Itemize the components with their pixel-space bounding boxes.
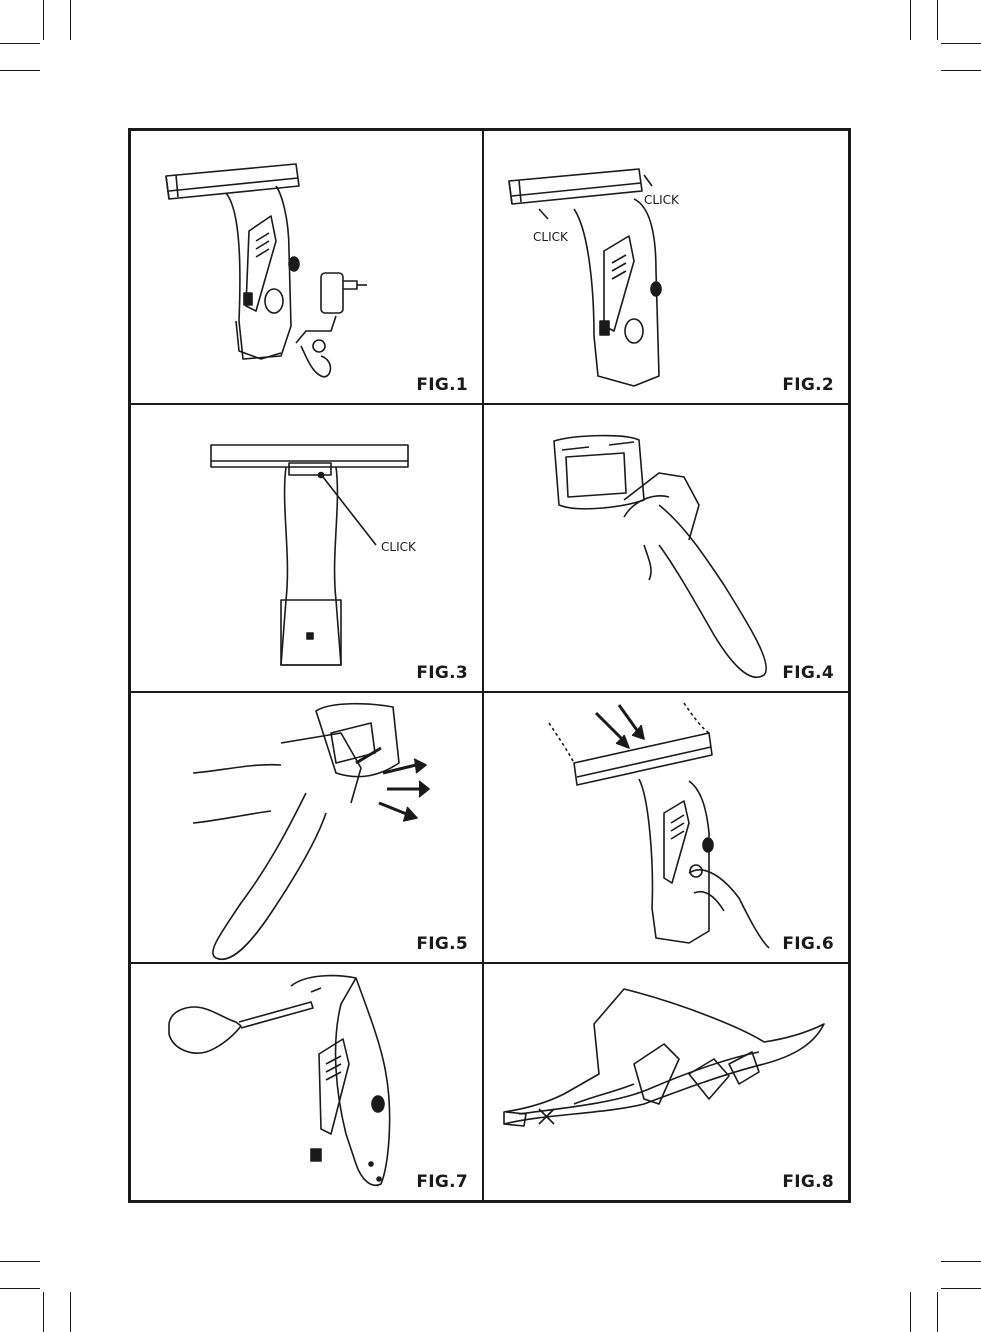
- crop-mark: [910, 0, 911, 40]
- inner-housing-illustration: [484, 964, 848, 1200]
- figure-label: FIG.3: [416, 663, 468, 683]
- figure-label: FIG.2: [782, 375, 834, 395]
- crop-mark: [43, 1292, 44, 1332]
- figure-panel-6: FIG.6: [484, 693, 848, 962]
- figure-grid: FIG.1 CLICK CLICK FIG.2: [128, 128, 851, 1203]
- figure-panel-4: FIG.4: [484, 405, 848, 691]
- figure-panel-2: CLICK CLICK FIG.2: [484, 131, 848, 403]
- attach-cloth-illustration: [484, 405, 848, 691]
- crop-mark: [0, 70, 40, 71]
- screwdriver-illustration: [131, 964, 482, 1200]
- figure-panel-1: FIG.1: [131, 131, 482, 403]
- figure-panel-7: FIG.7: [131, 964, 482, 1200]
- crop-mark: [910, 1292, 911, 1332]
- crop-mark: [941, 1261, 981, 1262]
- click-callout: CLICK: [381, 540, 417, 554]
- figure-label: FIG.1: [416, 375, 468, 395]
- crop-mark: [0, 1261, 40, 1262]
- figure-label: FIG.6: [782, 934, 834, 954]
- attach-blade-illustration: CLICK CLICK: [484, 131, 848, 403]
- spray-bottle-illustration: [131, 693, 482, 962]
- figure-label: FIG.5: [416, 934, 468, 954]
- click-callout-left: CLICK: [533, 230, 569, 244]
- crop-mark: [0, 43, 40, 44]
- front-view-illustration: CLICK: [131, 405, 482, 691]
- squeegee-charger-illustration: [131, 131, 482, 403]
- crop-mark: [70, 1292, 71, 1332]
- crop-mark: [941, 70, 981, 71]
- crop-mark: [941, 1288, 981, 1289]
- crop-mark: [937, 0, 938, 40]
- figure-label: FIG.8: [782, 1172, 834, 1192]
- figure-label: FIG.7: [416, 1172, 468, 1192]
- crop-mark: [43, 0, 44, 40]
- squeegee-on-window-illustration: [484, 693, 848, 962]
- figure-label: FIG.4: [782, 663, 834, 683]
- figure-panel-5: FIG.5: [131, 693, 482, 962]
- crop-mark: [941, 43, 981, 44]
- crop-mark: [0, 1288, 40, 1289]
- figure-panel-8: FIG.8: [484, 964, 848, 1200]
- crop-mark: [937, 1292, 938, 1332]
- crop-mark: [70, 0, 71, 40]
- figure-panel-3: CLICK FIG.3: [131, 405, 482, 691]
- click-callout-right: CLICK: [644, 193, 680, 207]
